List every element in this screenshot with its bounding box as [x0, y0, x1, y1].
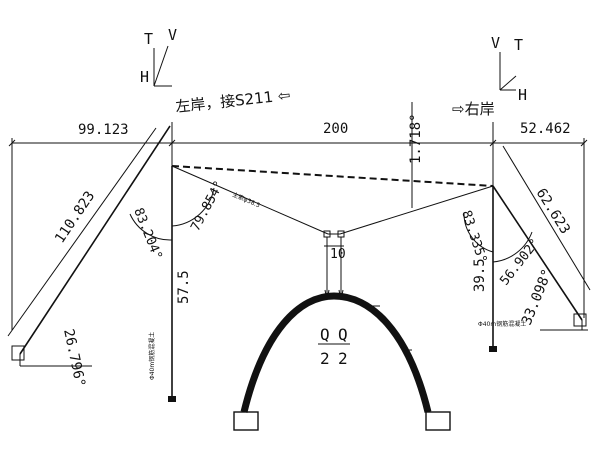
hanger-width: 10 — [330, 247, 346, 262]
left-tower — [129, 166, 215, 402]
left-angle-arc-a — [129, 213, 173, 241]
right-angle-a: 83.335° — [458, 209, 489, 266]
left-anchor-note: Φ40m钢筋混凝土 — [148, 332, 156, 380]
unloaded-cable-dashed — [171, 165, 494, 187]
right-tower-height: 39.5 — [472, 258, 488, 292]
left-ground-angle: 26.796° — [60, 328, 88, 389]
left-span-dim: 99.123 — [78, 122, 129, 138]
right-anchor-note: Φ40m钢筋混凝土 — [478, 320, 526, 328]
right-tower — [463, 186, 533, 352]
left-angle-b: 79.854° — [188, 178, 227, 233]
left-arch-footing — [233, 411, 259, 431]
right-bank-label: ⇨右岸 — [452, 100, 495, 118]
left-axes-symbol: T V H — [140, 26, 177, 87]
right-axis-v: V — [491, 34, 500, 52]
cable-note: 主索φ38.5 — [231, 190, 261, 209]
left-axis-t: T — [144, 30, 153, 48]
left-tower-base — [168, 396, 176, 402]
arch-rib — [233, 292, 451, 431]
right-angle-arc-b — [492, 231, 533, 263]
left-angle-arc-b — [171, 187, 215, 227]
arch-label-q2: Q — [338, 325, 348, 344]
sag-angle: 1.718° — [408, 113, 424, 164]
arch-num-2: 2 — [338, 349, 348, 368]
arch-num-1: 2 — [320, 349, 330, 368]
trolley-hanger — [323, 230, 345, 301]
top-dimension-line — [8, 122, 588, 330]
left-bank-label: 左岸，接S211 ⇦ — [175, 86, 292, 116]
right-backstay — [492, 145, 591, 331]
left-backstay — [7, 125, 171, 367]
main-cable — [171, 165, 494, 235]
main-span-dim: 200 — [323, 121, 348, 137]
right-ground-angle: 33.098° — [519, 267, 556, 328]
right-axis-h: H — [518, 86, 527, 104]
right-span-dim: 52.462 — [520, 121, 571, 137]
right-angle-arc-a — [463, 213, 494, 253]
left-backstay-dim: 110.823 — [52, 188, 98, 246]
left-anchor-block — [11, 345, 25, 361]
right-arch-footing — [425, 411, 451, 431]
arch-label-q1: Q — [320, 325, 330, 344]
left-axis-h: H — [140, 68, 149, 86]
right-axes-symbol: V T H — [491, 34, 527, 104]
left-axis-v: V — [168, 26, 177, 44]
right-axis-t: T — [514, 36, 523, 54]
right-tower-base — [489, 346, 497, 352]
left-tower-height: 57.5 — [176, 270, 192, 304]
right-anchor-block — [573, 313, 587, 327]
left-angle-a: 83.204° — [130, 206, 164, 262]
